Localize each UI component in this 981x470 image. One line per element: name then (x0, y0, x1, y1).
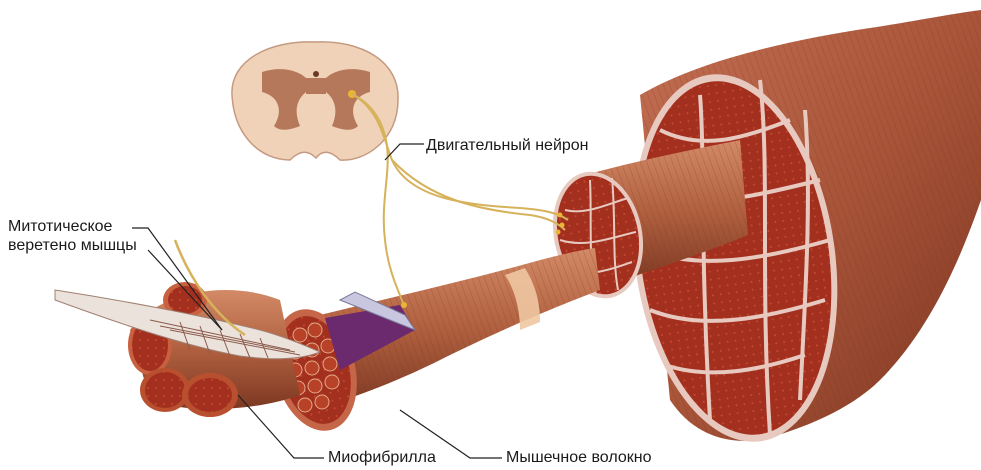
label-myofibril: Миофибрилла (328, 448, 436, 467)
label-motor-neuron: Двигательный нейрон (426, 136, 589, 155)
label-muscle-spindle-line1: Митотическое (8, 217, 137, 236)
spinal-cord (232, 42, 398, 160)
label-muscle-spindle-line2: веретено мышцы (8, 236, 137, 255)
label-muscle-spindle: Митотическое веретено мышцы (8, 217, 137, 255)
label-muscle-fiber: Мышечное волокно (506, 448, 651, 467)
